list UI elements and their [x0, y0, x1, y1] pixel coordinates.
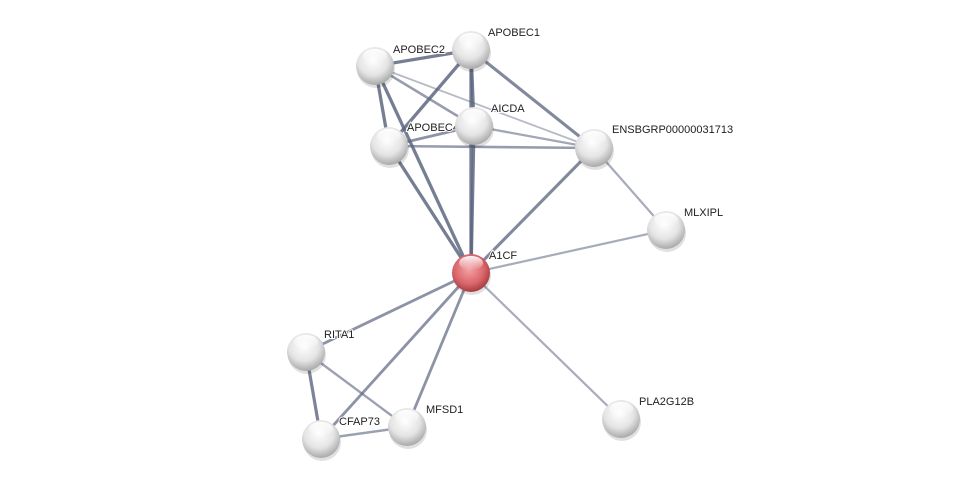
edge-rita1-mfsd1[interactable] — [305, 351, 408, 428]
edge-apobec2-ensbgrp00000031713[interactable] — [374, 65, 595, 149]
node-label-apobec4: APOBEC4 — [407, 122, 459, 134]
edge-apobec4-ensbgrp00000031713[interactable] — [388, 144, 595, 150]
node-label-a1cf: A1CF — [489, 250, 517, 262]
edge-apobec2-a1cf[interactable] — [373, 65, 473, 274]
node-label-mfsd1: MFSD1 — [426, 404, 463, 416]
node-mfsd1[interactable] — [388, 408, 427, 449]
edge-a1cf-mlxipl[interactable] — [470, 228, 667, 275]
edge-ensbgrp00000031713-a1cf[interactable] — [469, 146, 596, 275]
edge-apobec4-a1cf[interactable] — [387, 145, 473, 274]
edge-a1cf-pla2g12b[interactable] — [470, 272, 622, 420]
edge-a1cf-rita1[interactable] — [305, 271, 472, 354]
node-ensbgrp00000031713[interactable] — [575, 129, 614, 170]
node-label-rita1: RITA1 — [324, 329, 354, 341]
node-apobec1[interactable] — [452, 31, 491, 72]
node-apobec4[interactable] — [370, 127, 409, 168]
node-rita1[interactable] — [287, 333, 326, 374]
node-pla2g12b[interactable] — [602, 400, 641, 441]
node-cfap73[interactable] — [302, 420, 341, 461]
node-label-apobec2: APOBEC2 — [393, 44, 445, 56]
edge-a1cf-mfsd1[interactable] — [405, 272, 473, 428]
edge-aicda-ensbgrp00000031713[interactable] — [473, 124, 595, 150]
node-aicda[interactable] — [455, 107, 494, 148]
node-a1cf[interactable] — [452, 254, 491, 295]
edge-apobec1-ensbgrp00000031713[interactable] — [470, 48, 595, 150]
edge-apobec1-apobec4[interactable] — [387, 48, 473, 148]
node-label-aicda: AICDA — [491, 103, 525, 115]
node-label-mlxipl: MLXIPL — [684, 207, 723, 219]
edge-aicda-a1cf[interactable] — [469, 125, 476, 274]
node-label-pla2g12b: PLA2G12B — [639, 396, 694, 408]
node-mlxipl[interactable] — [647, 211, 686, 252]
edge-apobec2-aicda[interactable] — [374, 64, 475, 128]
node-label-cfap73: CFAP73 — [339, 416, 380, 428]
node-label-ensbgrp00000031713: ENSBGRP00000031713 — [612, 124, 733, 136]
node-apobec2[interactable] — [356, 47, 395, 88]
node-label-apobec1: APOBEC1 — [488, 27, 540, 39]
edge-a1cf-cfap73[interactable] — [319, 272, 473, 440]
